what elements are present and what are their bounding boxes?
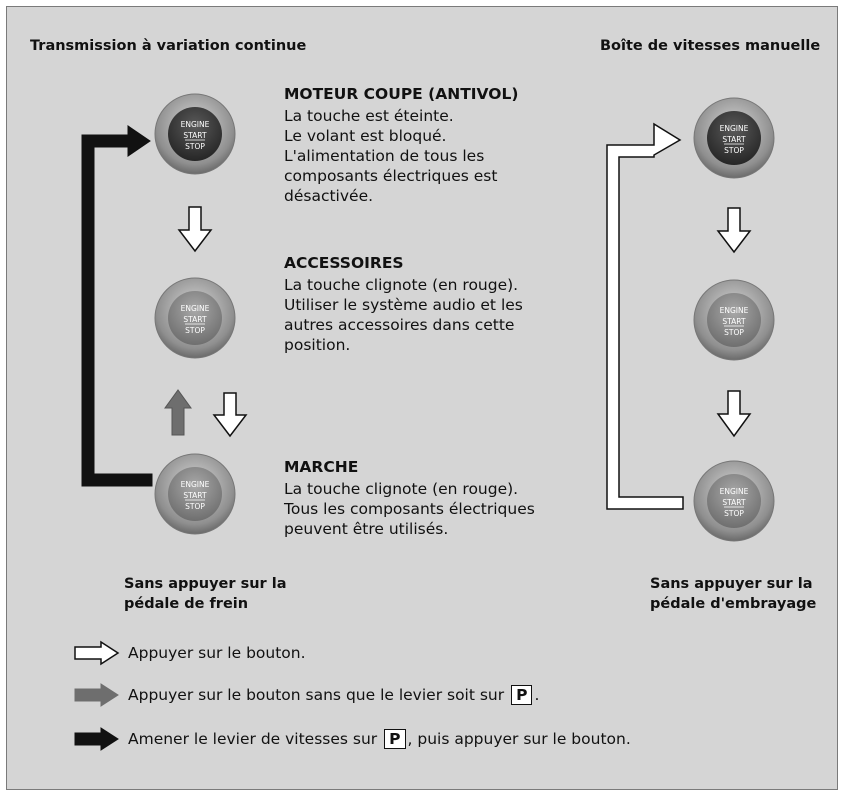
- svg-text:ENGINE: ENGINE: [181, 120, 210, 129]
- state-acc-title: ACCESSOIRES: [284, 254, 404, 272]
- svg-text:ENGINE: ENGINE: [720, 487, 749, 496]
- legend-black: Amener le levier de vitesses sur P, puis…: [72, 724, 631, 754]
- caption-clutch-line: Sans appuyer sur la: [650, 576, 813, 592]
- state-on-line: La touche clignote (en rouge).: [284, 480, 519, 498]
- legend-gray-text: Appuyer sur le bouton sans que le levier…: [128, 685, 539, 705]
- svg-text:START: START: [722, 498, 746, 507]
- state-off-title: MOTEUR COUPE (ANTIVOL): [284, 85, 519, 103]
- state-acc-line: Utiliser le système audio et les: [284, 296, 523, 314]
- park-badge: P: [511, 685, 533, 705]
- svg-text:START: START: [183, 491, 207, 500]
- caption-clutch: Sans appuyer sur la pédale d'embrayage: [650, 574, 816, 614]
- legend-black-text-after: , puis appuyer sur le bouton.: [407, 730, 631, 748]
- caption-brake: Sans appuyer sur la pédale de frein: [124, 574, 287, 614]
- engine-button-acc-manual: ENGINE START STOP: [693, 279, 775, 361]
- caption-clutch-line: pédale d'embrayage: [650, 596, 817, 612]
- svg-text:START: START: [722, 317, 746, 326]
- park-badge: P: [384, 729, 406, 749]
- state-on-description: MARCHE La touche clignote (en rouge). To…: [284, 457, 535, 539]
- gray-up-arrow: [164, 389, 192, 436]
- svg-text:STOP: STOP: [724, 146, 744, 155]
- state-off-line: composants électriques est: [284, 167, 498, 185]
- caption-brake-line: pédale de frein: [124, 596, 249, 612]
- state-off-description: MOTEUR COUPE (ANTIVOL) La touche est éte…: [284, 84, 518, 206]
- black-arrow-icon: [74, 727, 119, 751]
- svg-text:START: START: [183, 315, 207, 324]
- state-acc-line: position.: [284, 336, 351, 354]
- svg-text:STOP: STOP: [185, 502, 205, 511]
- state-off-line: La touche est éteinte.: [284, 107, 454, 125]
- legend-white-text: Appuyer sur le bouton.: [128, 644, 306, 662]
- svg-text:START: START: [722, 135, 746, 144]
- white-connector-arrow: [606, 122, 684, 510]
- svg-text:ENGINE: ENGINE: [720, 124, 749, 133]
- state-off-line: désactivée.: [284, 187, 374, 205]
- engine-button-on-cvt: ENGINE START STOP: [154, 453, 236, 535]
- gray-arrow-icon: [74, 683, 119, 707]
- down-arrow-cvt-1: [177, 206, 213, 253]
- legend-black-text-before: Amener le levier de vitesses sur: [128, 730, 378, 748]
- state-on-line: Tous les composants électriques: [284, 500, 535, 518]
- state-acc-line: La touche clignote (en rouge).: [284, 276, 519, 294]
- legend-gray: Appuyer sur le bouton sans que le levier…: [72, 680, 539, 710]
- svg-text:START: START: [183, 131, 207, 140]
- svg-text:ENGINE: ENGINE: [181, 304, 210, 313]
- heading-manual: Boîte de vitesses manuelle: [600, 38, 821, 54]
- state-on-title: MARCHE: [284, 458, 359, 476]
- legend-black-text: Amener le levier de vitesses sur P, puis…: [128, 729, 631, 749]
- svg-text:STOP: STOP: [724, 509, 744, 518]
- svg-text:STOP: STOP: [185, 142, 205, 151]
- legend-gray-text-before: Appuyer sur le bouton sans que le levier…: [128, 686, 505, 704]
- engine-button-off-cvt: ENGINE START STOP: [154, 93, 236, 175]
- state-acc-line: autres accessoires dans cette: [284, 316, 515, 334]
- down-arrow-cvt-2: [212, 392, 248, 438]
- engine-button-off-manual: ENGINE START STOP: [693, 97, 775, 179]
- engine-button-on-manual: ENGINE START STOP: [693, 460, 775, 542]
- svg-text:ENGINE: ENGINE: [720, 306, 749, 315]
- heading-cvt: Transmission à variation continue: [30, 38, 307, 54]
- engine-button-acc-cvt: ENGINE START STOP: [154, 277, 236, 359]
- svg-text:STOP: STOP: [724, 328, 744, 337]
- white-arrow-icon: [74, 640, 120, 666]
- legend-white: Appuyer sur le bouton.: [72, 638, 306, 668]
- svg-text:STOP: STOP: [185, 326, 205, 335]
- black-connector-arrow: [81, 125, 153, 487]
- down-arrow-manual-1: [716, 207, 752, 254]
- svg-text:ENGINE: ENGINE: [181, 480, 210, 489]
- state-acc-description: ACCESSOIRES La touche clignote (en rouge…: [284, 253, 523, 355]
- caption-brake-line: Sans appuyer sur la: [124, 576, 287, 592]
- state-on-line: peuvent être utilisés.: [284, 520, 449, 538]
- state-off-line: L'alimentation de tous les: [284, 147, 485, 165]
- legend-gray-text-after: .: [534, 686, 540, 704]
- down-arrow-manual-2: [716, 390, 752, 438]
- state-off-line: Le volant est bloqué.: [284, 127, 447, 145]
